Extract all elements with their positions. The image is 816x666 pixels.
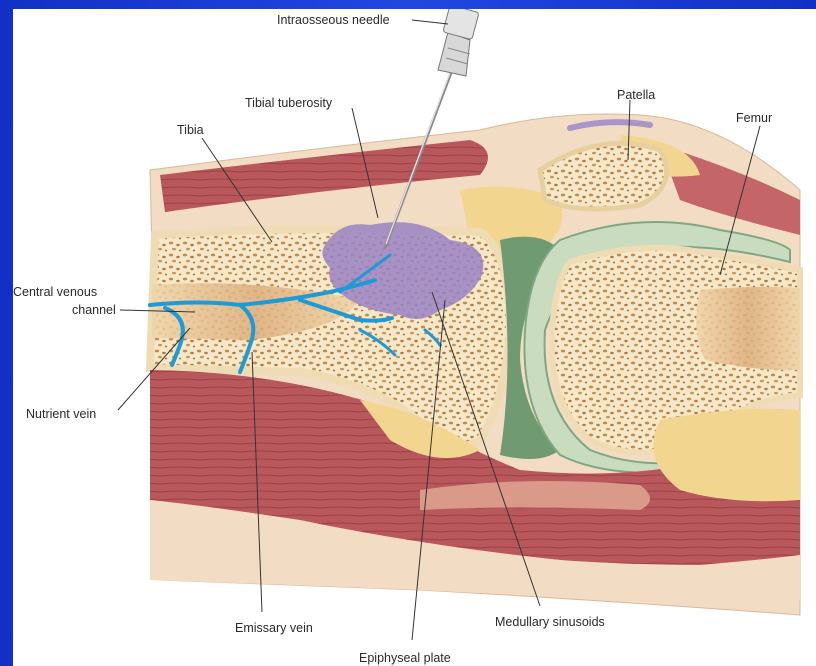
- label-epiphyseal-plate: Epiphyseal plate: [359, 651, 451, 665]
- knee-cross-section-illustration: [13, 9, 816, 666]
- label-central-venous-line1: Central venous: [13, 285, 97, 299]
- label-central-venous-line2: channel: [72, 303, 116, 317]
- label-nutrient-vein: Nutrient vein: [26, 407, 96, 421]
- label-patella: Patella: [617, 88, 655, 102]
- label-tibia: Tibia: [177, 123, 204, 137]
- femur-marrow: [696, 287, 800, 370]
- label-femur: Femur: [736, 111, 772, 125]
- label-emissary-vein: Emissary vein: [235, 621, 313, 635]
- illustration-panel: Intraosseous needle Tibial tuberosity Ti…: [13, 9, 816, 666]
- label-medullary-sinusoids: Medullary sinusoids: [495, 615, 605, 629]
- label-intraosseous-needle: Intraosseous needle: [277, 13, 390, 27]
- label-tibial-tuberosity: Tibial tuberosity: [245, 96, 332, 110]
